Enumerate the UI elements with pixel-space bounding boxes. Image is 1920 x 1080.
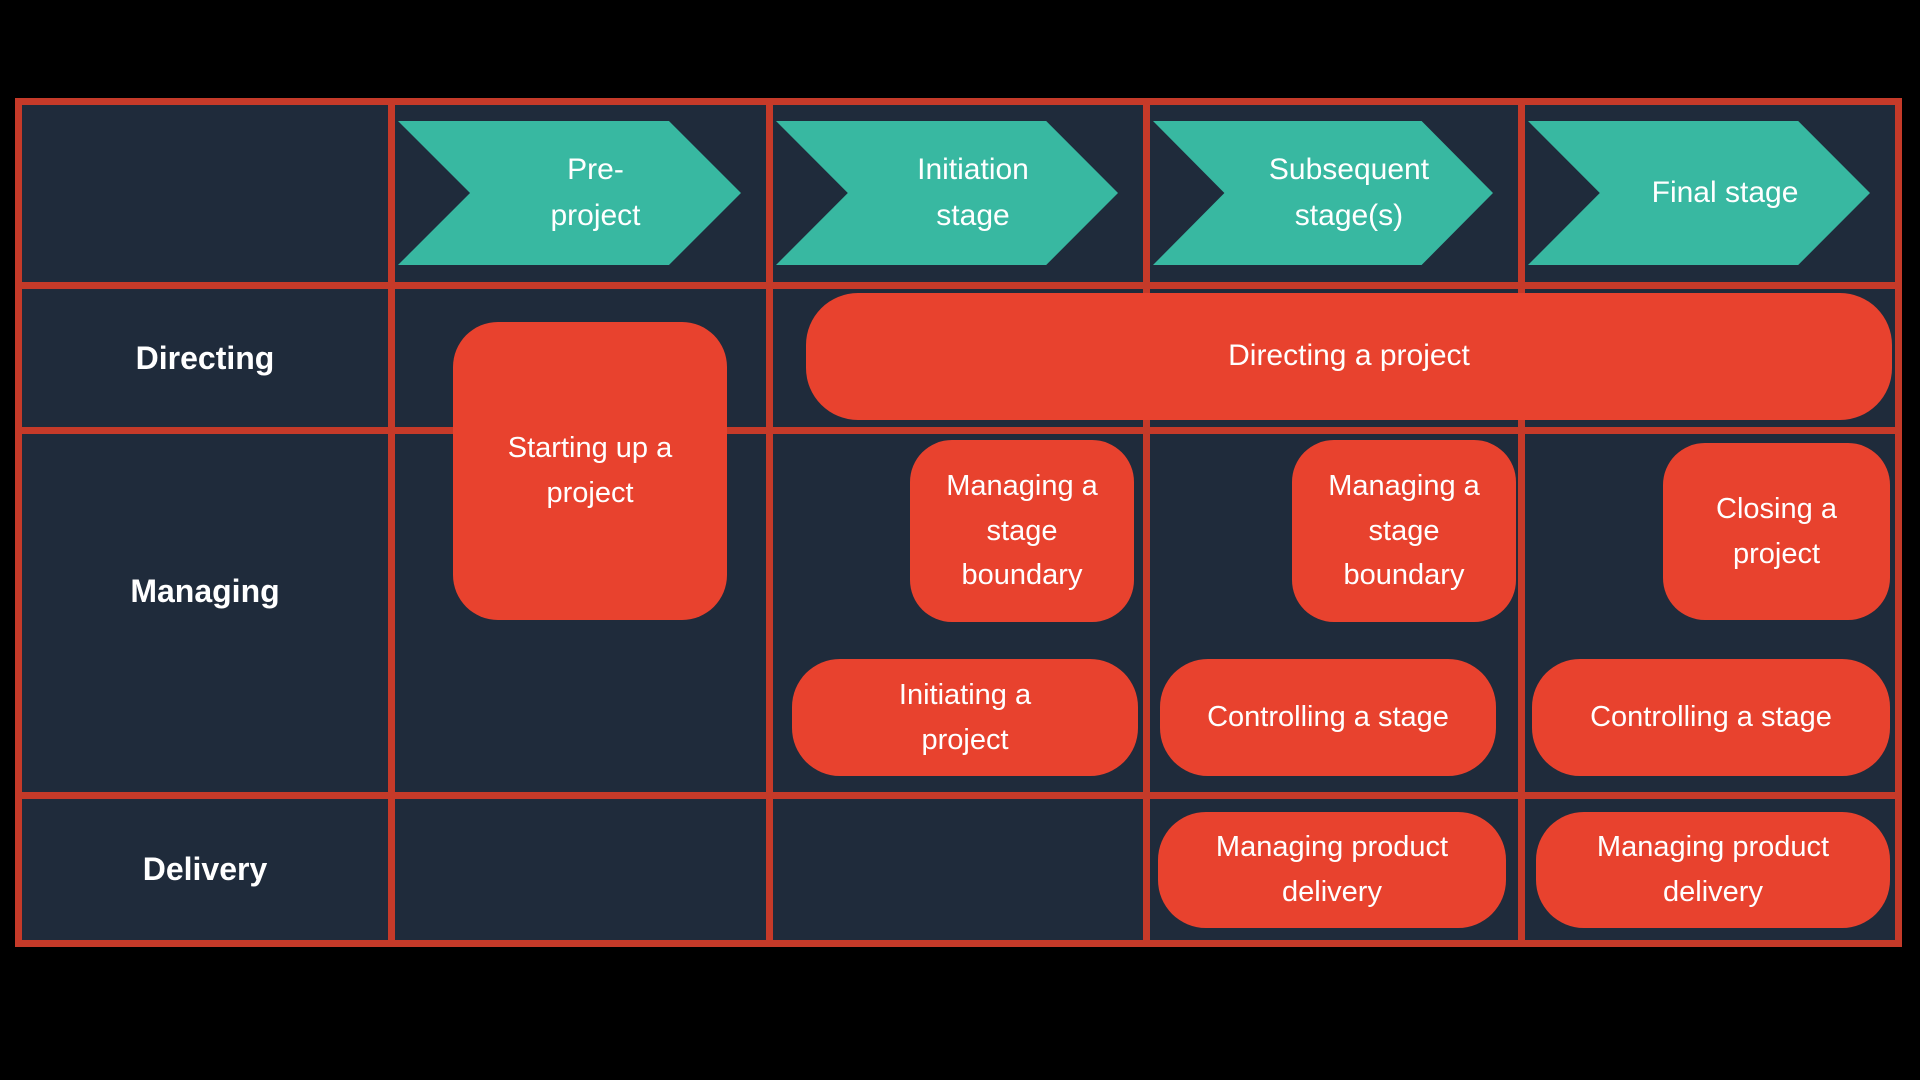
row-label-delivery: Delivery bbox=[142, 851, 268, 887]
process-managing-product-delivery-final: Managing product delivery bbox=[1536, 812, 1890, 928]
process-managing-a-stage-boundary-subsequent: Managing a stage boundary bbox=[1292, 440, 1516, 622]
row-label-cell-directing: Directing bbox=[22, 289, 388, 427]
stage-label: Initiation stage bbox=[917, 152, 1029, 233]
stage-label: Pre- project bbox=[550, 152, 641, 233]
row-label-cell-delivery: Delivery bbox=[22, 799, 388, 940]
cell-delivery-initiation bbox=[773, 799, 1143, 940]
stage-chevron-final-stage: Final stage bbox=[1528, 121, 1870, 265]
header-cell-subsequent-stages: Subsequent stage(s) bbox=[1150, 105, 1518, 282]
stage-chevron-pre-project: Pre- project bbox=[398, 121, 741, 265]
stage-chevron-initiation-stage: Initiation stage bbox=[776, 121, 1118, 265]
header-cell-final-stage: Final stage bbox=[1525, 105, 1895, 282]
cell-delivery-pre-project bbox=[395, 799, 766, 940]
row-label-managing: Managing bbox=[130, 572, 280, 609]
stage-label: Final stage bbox=[1651, 175, 1799, 209]
header-cell-initiation-stage: Initiation stage bbox=[773, 105, 1143, 282]
process-starting-up-a-project: Starting up a project bbox=[453, 322, 727, 620]
process-closing-a-project: Closing a project bbox=[1663, 443, 1890, 620]
process-directing-a-project: Directing a project bbox=[806, 293, 1892, 420]
header-cell-pre-project: Pre- project bbox=[395, 105, 766, 282]
process-managing-a-stage-boundary-initiation: Managing a stage boundary bbox=[910, 440, 1134, 622]
process-managing-product-delivery-subsequent: Managing product delivery bbox=[1158, 812, 1506, 928]
stage-chevron-subsequent-stages: Subsequent stage(s) bbox=[1153, 121, 1493, 265]
process-controlling-a-stage-subsequent: Controlling a stage bbox=[1160, 659, 1496, 776]
row-label-cell-managing: Managing bbox=[22, 434, 388, 792]
row-label-directing: Directing bbox=[135, 339, 275, 376]
stage-label: Subsequent stage(s) bbox=[1268, 152, 1430, 233]
process-controlling-a-stage-final: Controlling a stage bbox=[1532, 659, 1890, 776]
process-initiating-a-project: Initiating a project bbox=[792, 659, 1138, 776]
header-corner-cell bbox=[22, 105, 388, 282]
